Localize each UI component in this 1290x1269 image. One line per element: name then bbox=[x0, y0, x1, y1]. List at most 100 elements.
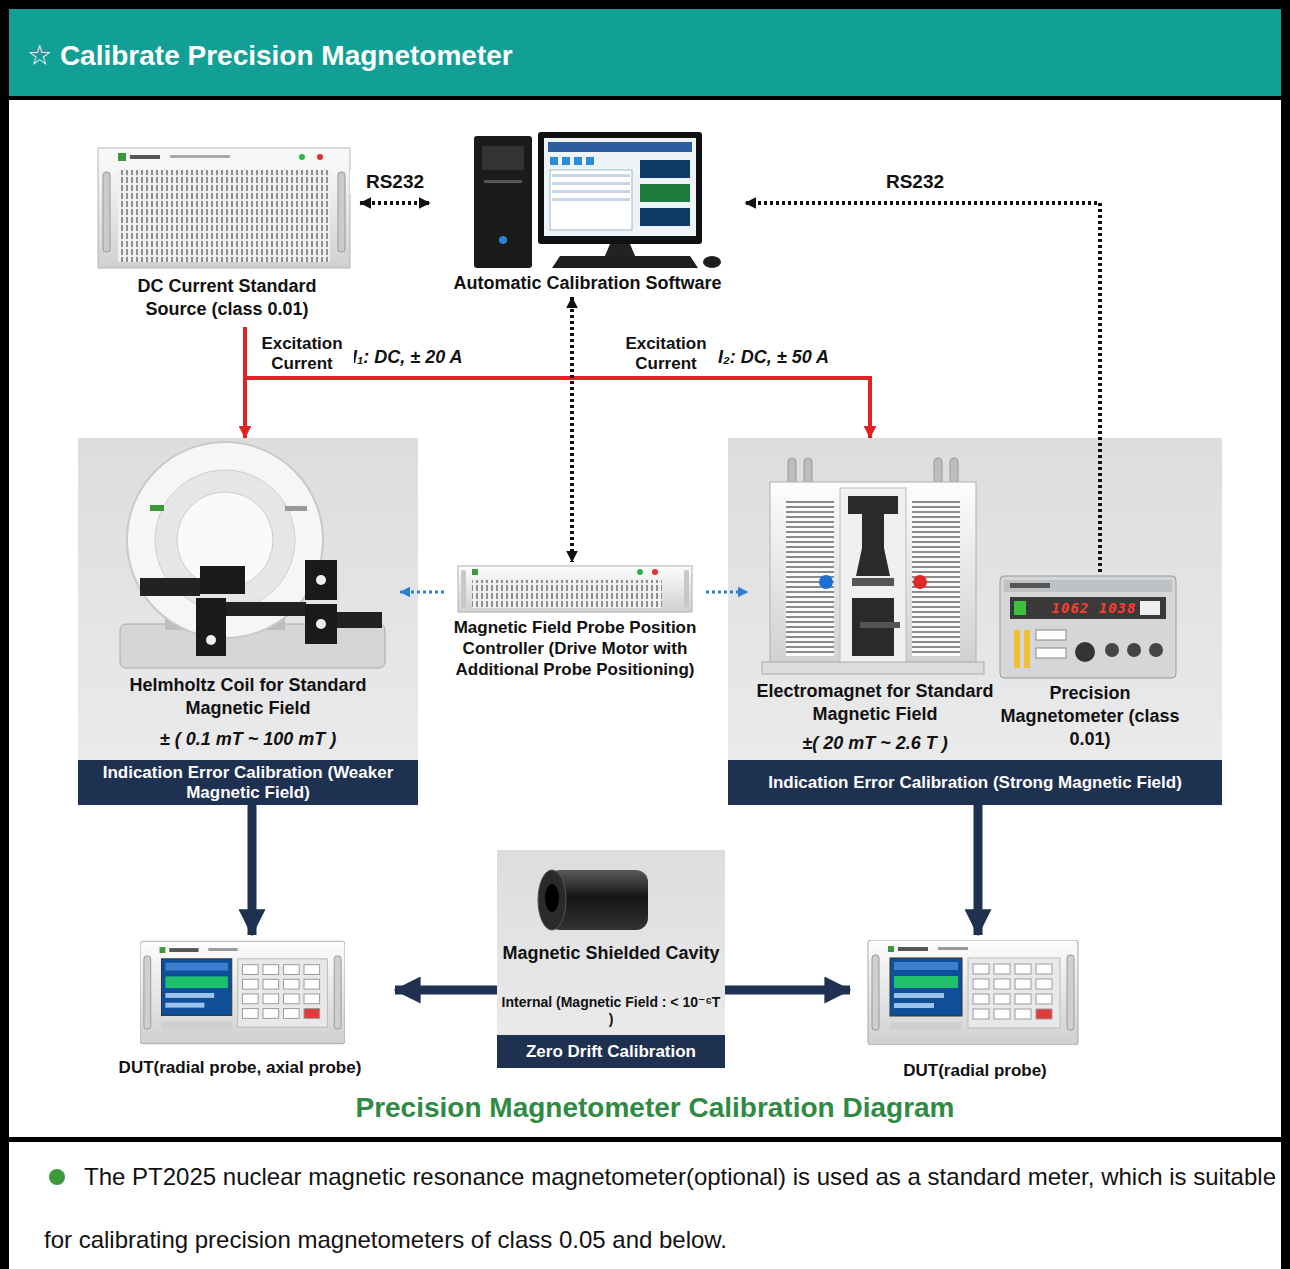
probe-controller-figure bbox=[652, 569, 658, 575]
computer-figure bbox=[552, 182, 630, 185]
computer-figure bbox=[548, 142, 692, 152]
dc-current-source-figure bbox=[338, 172, 345, 252]
electromagnet-figure bbox=[762, 662, 984, 674]
connector bbox=[400, 591, 444, 594]
probe-controller-figure bbox=[472, 569, 478, 575]
computer-figure bbox=[604, 244, 636, 258]
electromagnet-figure bbox=[786, 498, 834, 656]
magnetometer-figure bbox=[1000, 576, 1176, 678]
computer-figure bbox=[703, 256, 721, 268]
node-label: Helmholtz Coil for Standard Magnetic Fie… bbox=[88, 674, 408, 720]
node-label: Internal (Magnetic Field : < 10⁻⁶T ) bbox=[501, 994, 721, 1028]
magnetometer-figure bbox=[1000, 576, 1176, 678]
electromagnet-figure bbox=[860, 622, 900, 628]
dc-current-source-figure bbox=[98, 148, 350, 268]
dc-current-source-figure bbox=[98, 148, 350, 268]
magnetometer-figure bbox=[1036, 630, 1066, 640]
computer-figure bbox=[474, 132, 721, 268]
helmholtz-coil-figure bbox=[305, 560, 337, 600]
connector-label: RS232 bbox=[870, 170, 960, 194]
magnetometer-figure bbox=[1014, 601, 1026, 615]
electromagnet-figure bbox=[762, 458, 984, 674]
dc-current-source-figure bbox=[130, 155, 160, 159]
node-label: ± ( 0.1 mT ~ 100 mT ) bbox=[88, 728, 408, 751]
node-label: Indication Error Calibration (Strong Mag… bbox=[732, 773, 1218, 793]
helmholtz-coil-figure bbox=[226, 602, 306, 616]
electromagnet-figure bbox=[848, 496, 898, 576]
magnetometer-figure bbox=[1036, 648, 1066, 658]
dut-figure bbox=[868, 940, 1078, 1045]
connector bbox=[248, 805, 257, 935]
magnetometer-figure bbox=[1010, 597, 1166, 619]
magnetometer-figure bbox=[1140, 601, 1160, 615]
note-paragraph: The PT2025 nuclear magnetic resonance ma… bbox=[44, 1145, 1276, 1269]
shielded-cavity-figure bbox=[545, 884, 559, 912]
dc-current-source-figure bbox=[103, 172, 110, 252]
connector-label: Excitation Current bbox=[614, 334, 718, 374]
magnetometer-figure bbox=[1127, 643, 1141, 657]
connector bbox=[706, 591, 748, 594]
node-label: Zero Drift Calibration bbox=[499, 1042, 723, 1062]
current-spec: I₁: DC, ± 20 A bbox=[352, 346, 512, 368]
display-reading: 1062 1038 bbox=[1046, 597, 1142, 619]
shielded-cavity-figure bbox=[538, 870, 648, 930]
computer-figure bbox=[552, 190, 630, 193]
computer-figure bbox=[544, 138, 696, 236]
computer-figure bbox=[538, 132, 702, 244]
connector bbox=[974, 805, 983, 935]
node-label: Indication Error Calibration (Weaker Mag… bbox=[82, 763, 414, 803]
magnetometer-figure bbox=[1010, 583, 1050, 588]
magnetometer-figure bbox=[1014, 630, 1020, 668]
node-label: Magnetic Field Probe Position Controller… bbox=[444, 617, 706, 680]
computer-figure bbox=[499, 236, 507, 244]
probe-controller-figure bbox=[461, 570, 466, 608]
computer-figure bbox=[562, 157, 570, 165]
computer-figure bbox=[574, 157, 582, 165]
computer-figure bbox=[482, 146, 524, 170]
computer-figure bbox=[474, 136, 532, 268]
dut-figure bbox=[140, 941, 345, 1044]
helmholtz-coil-figure bbox=[140, 578, 200, 596]
connector-label: Excitation Current bbox=[250, 334, 354, 374]
divider-line bbox=[0, 1137, 1290, 1142]
computer-figure bbox=[552, 198, 630, 201]
computer-figure bbox=[640, 184, 690, 202]
panel-band: Zero Drift Calibration bbox=[497, 1035, 725, 1068]
electromagnet-figure bbox=[852, 578, 894, 586]
dut-figure bbox=[140, 941, 345, 1044]
page-title: ☆ Calibrate Precision Magnetometer bbox=[27, 39, 513, 73]
node-label: ±( 20 mT ~ 2.6 T ) bbox=[740, 732, 1010, 755]
connector bbox=[725, 986, 850, 995]
helmholtz-coil-figure bbox=[150, 505, 164, 511]
electromagnet-figure bbox=[912, 498, 960, 656]
helmholtz-coil-figure bbox=[316, 575, 326, 585]
helmholtz-coil-figure bbox=[305, 604, 337, 644]
probe-controller-figure bbox=[458, 566, 692, 612]
connector bbox=[745, 203, 1100, 572]
computer-figure bbox=[552, 256, 698, 268]
helmholtz-coil-figure bbox=[200, 566, 245, 594]
magnetometer-figure bbox=[1149, 643, 1163, 657]
computer-figure bbox=[484, 180, 522, 183]
connector bbox=[395, 986, 497, 995]
probe-controller-figure bbox=[472, 580, 662, 608]
node-label: Automatic Calibration Software bbox=[430, 272, 745, 295]
dc-current-source-figure bbox=[100, 150, 348, 164]
current-spec: I₂: DC, ± 50 A bbox=[718, 346, 878, 368]
dc-current-source-figure bbox=[118, 153, 126, 161]
magnetometer-figure bbox=[1105, 643, 1119, 657]
helmholtz-coil-figure bbox=[120, 442, 385, 668]
probe-controller-figure bbox=[684, 570, 689, 608]
magnetometer-figure bbox=[1004, 580, 1172, 592]
connector-label: RS232 bbox=[350, 170, 440, 194]
panel-band: Indication Error Calibration (Strong Mag… bbox=[728, 760, 1222, 805]
node-label: Magnetic Shielded Cavity bbox=[501, 942, 721, 965]
computer-figure bbox=[640, 160, 690, 178]
electromagnet-figure bbox=[913, 575, 927, 589]
node-label: DUT(radial probe) bbox=[850, 1060, 1100, 1081]
helmholtz-coil-figure bbox=[206, 635, 216, 645]
dc-current-source-figure bbox=[118, 170, 330, 262]
helmholtz-coil-figure bbox=[196, 598, 226, 656]
connector bbox=[360, 201, 430, 205]
